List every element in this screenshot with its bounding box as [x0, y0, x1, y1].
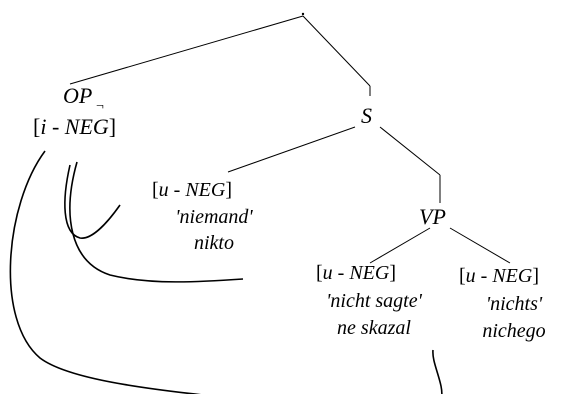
agree-arc-short — [64, 164, 121, 239]
object-german-gloss: 'nichts' — [486, 293, 543, 315]
verb-russian-gloss: ne skazal — [337, 317, 411, 339]
branch-s-subject — [227, 126, 356, 173]
branch-vp-object — [449, 227, 511, 264]
agree-arc-subject — [69, 161, 244, 283]
subject-russian-gloss: nikto — [194, 232, 234, 254]
op-feature: [i - NEG] — [33, 114, 116, 139]
branch-root-op — [69, 15, 304, 85]
verb-feature: [u - NEG] — [316, 262, 396, 284]
object-feature: [u - NEG] — [459, 265, 539, 287]
s-label: S — [361, 103, 372, 128]
op-negation-subscript: ¬ — [96, 99, 104, 114]
tree-branches — [69, 15, 511, 264]
subject-german-gloss: 'niemand' — [175, 206, 253, 228]
root-node — [301, 12, 305, 16]
branch-s-vp-diagonal — [379, 126, 441, 176]
object-russian-gloss: nichego — [482, 320, 545, 342]
subject-feature: [u - NEG] — [152, 179, 232, 201]
op-label: OP — [63, 83, 92, 108]
branch-vp-verb — [369, 227, 431, 264]
verb-german-gloss: 'nicht sagte' — [326, 290, 422, 312]
vp-label: VP — [419, 204, 446, 229]
branch-root-s-diagonal — [302, 15, 371, 87]
